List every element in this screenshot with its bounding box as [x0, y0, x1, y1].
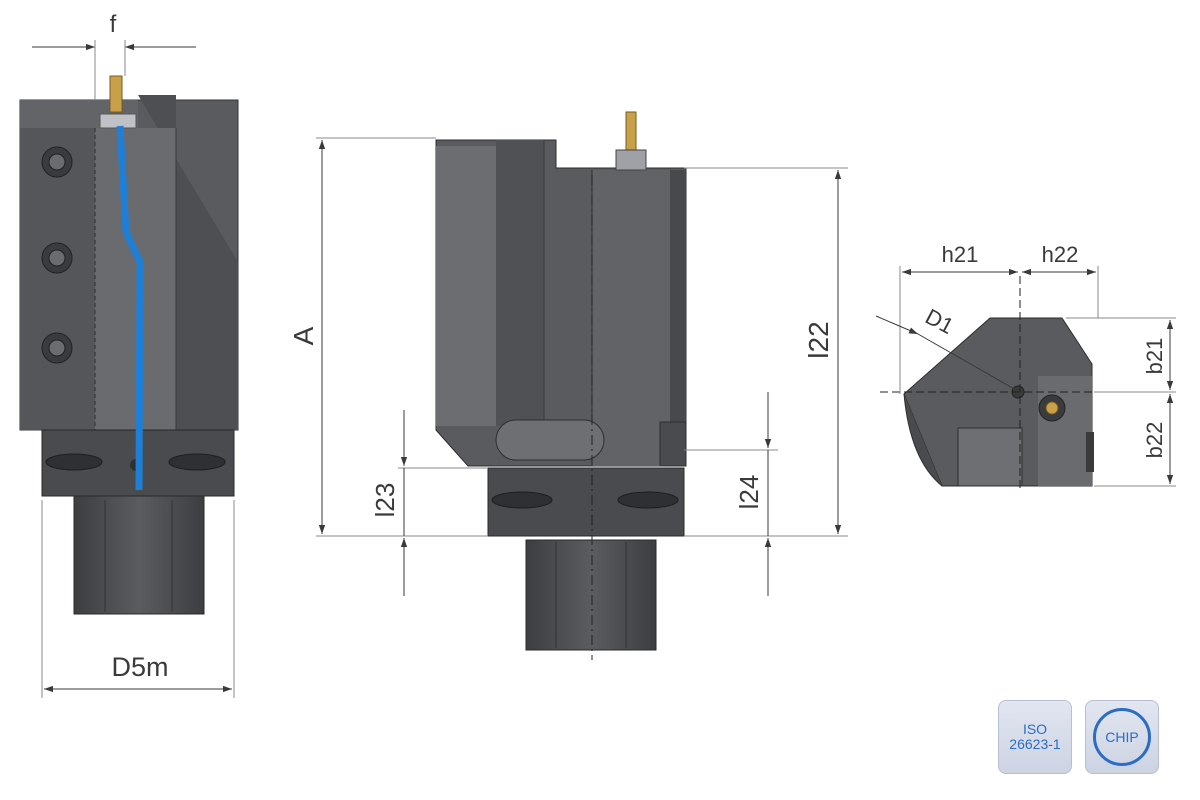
iso-badge: ISO 26623-1 [998, 700, 1072, 774]
dim-l24-label: l24 [734, 475, 764, 510]
dim-D1-label: D1 [921, 304, 958, 339]
iso-badge-line1: ISO [1022, 721, 1048, 737]
middle-coolant-nozzle-icon [625, 111, 637, 153]
right-screw-icon [1038, 394, 1066, 422]
left-body-chamfer [138, 95, 238, 430]
chip-ring-icon: CHIP [1093, 708, 1151, 766]
iso-badge-line2: 26623-1 [1009, 736, 1061, 752]
left-coolant-channel [116, 125, 144, 491]
left-shank [73, 495, 205, 615]
chip-badge: CHIP [1085, 700, 1159, 774]
dim-h21-label: h21 [942, 242, 979, 267]
dim-h22-label: h22 [1042, 242, 1079, 267]
dim-D5m-label: D5m [111, 652, 168, 682]
dim-b22-label: b22 [1142, 422, 1167, 459]
dim-l23-label: l23 [370, 483, 400, 518]
left-view: f D5m [19, 11, 239, 698]
right-holder-block [957, 427, 1023, 487]
dim-A-label: A [288, 326, 319, 345]
dim-l22-label: l22 [803, 321, 834, 358]
right-view: h21 h22 D1 b21 b22 [875, 242, 1176, 490]
dim-f-label: f [110, 11, 117, 38]
left-screw-icon [41, 146, 73, 364]
dim-b21-label: b21 [1142, 338, 1167, 375]
middle-view: A l22 l23 l24 [288, 111, 848, 660]
left-coolant-nozzle-icon [109, 75, 123, 113]
middle-shank [525, 539, 657, 651]
chip-badge-label: CHIP [1105, 729, 1139, 745]
